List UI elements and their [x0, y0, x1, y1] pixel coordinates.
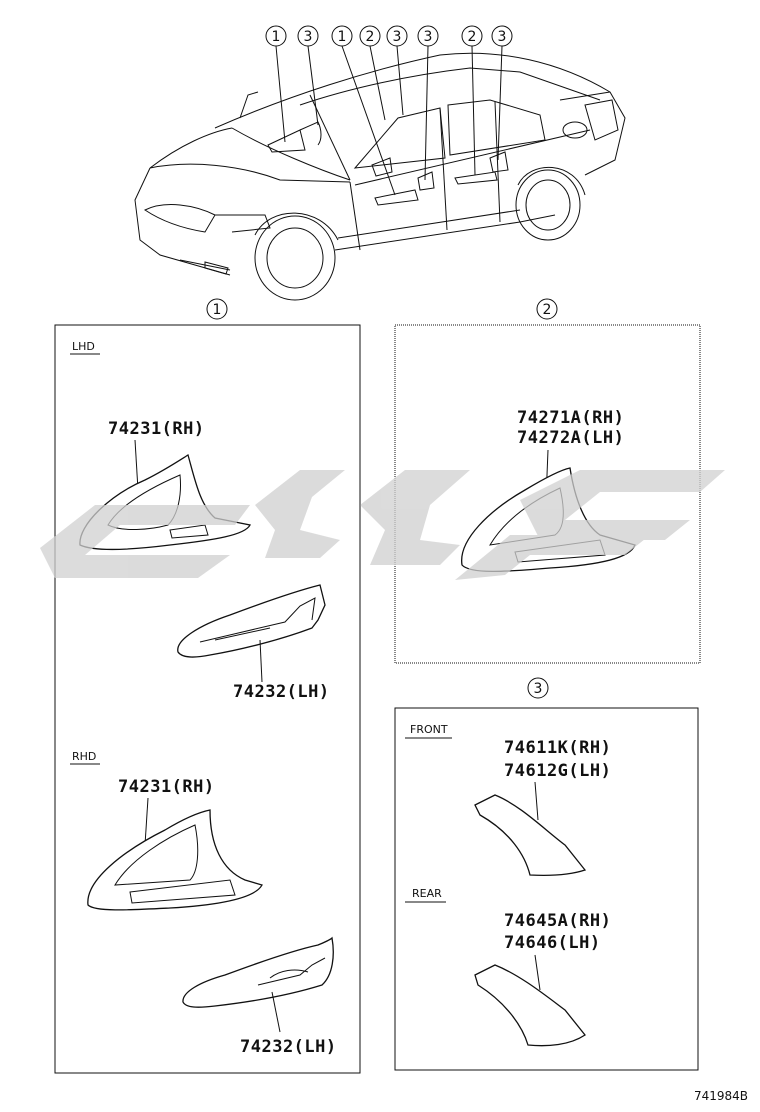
rhd-lh-switch-panel	[182, 936, 334, 1008]
box3-callout: 3	[527, 677, 549, 699]
svg-text:2: 2	[468, 29, 477, 45]
callout-circle: 3	[386, 25, 408, 47]
lhd-lh-part-number: 74232(LH)	[233, 682, 330, 702]
watermark-logo	[40, 470, 725, 580]
box3-front-section: FRONT 74611K(RH) 74612G(LH)	[405, 723, 611, 876]
svg-text:3: 3	[304, 29, 313, 45]
rear-label: REAR	[412, 887, 442, 900]
top-callouts: 1 3 1 2 3 3 2 3	[265, 25, 513, 47]
rhd-rh-switch-panel	[87, 809, 263, 911]
svg-text:3: 3	[534, 681, 543, 697]
rhd-rh-part-number: 74231(RH)	[118, 777, 215, 797]
lhd-label: LHD	[72, 340, 95, 353]
car-illustration	[134, 52, 626, 301]
rear-garnish	[474, 964, 586, 1047]
box1-rhd-section: RHD 74231(RH) 74232(LH)	[70, 750, 337, 1057]
lhd-lh-switch-panel	[177, 584, 326, 658]
svg-text:1: 1	[213, 302, 222, 318]
svg-text:2: 2	[543, 302, 552, 318]
svg-text:1: 1	[338, 29, 347, 45]
svg-text:3: 3	[498, 29, 507, 45]
front-label: FRONT	[410, 723, 448, 736]
front-rh-part-number: 74611K(RH)	[504, 738, 611, 758]
lhd-rh-switch-panel	[79, 453, 251, 551]
box1-lhd-section: LHD 74231(RH) 74232(LH)	[70, 340, 330, 702]
lhd-rh-part-number: 74231(RH)	[108, 419, 205, 439]
rhd-lh-part-number: 74232(LH)	[240, 1037, 337, 1057]
callout-circle: 3	[417, 25, 439, 47]
rear-lh-part-number: 74646(LH)	[504, 933, 601, 953]
box2-callout: 2	[536, 298, 558, 320]
box3-rear-section: REAR 74645A(RH) 74646(LH)	[405, 887, 611, 1047]
box2-rh-part-number: 74271A(RH)	[517, 408, 624, 428]
front-garnish	[474, 794, 587, 876]
svg-text:3: 3	[424, 29, 433, 45]
callout-circle: 3	[297, 25, 319, 47]
callout-circle: 1	[265, 25, 287, 47]
svg-text:1: 1	[272, 29, 281, 45]
box1-frame	[54, 324, 361, 1074]
callout-circle: 3	[491, 25, 513, 47]
callout-circle: 2	[359, 25, 381, 47]
callout-circle: 1	[331, 25, 353, 47]
svg-text:2: 2	[366, 29, 375, 45]
callout-leaders	[275, 45, 503, 196]
diagram-code: 741984B	[694, 1089, 748, 1103]
rhd-label: RHD	[72, 750, 96, 763]
box1-callout: 1	[206, 298, 228, 320]
rear-rh-part-number: 74645A(RH)	[504, 911, 611, 931]
box3-frame	[394, 707, 699, 1071]
svg-text:3: 3	[393, 29, 402, 45]
front-lh-part-number: 74612G(LH)	[504, 761, 611, 781]
box2-lh-part-number: 74272A(LH)	[517, 428, 624, 448]
callout-circle: 2	[461, 25, 483, 47]
